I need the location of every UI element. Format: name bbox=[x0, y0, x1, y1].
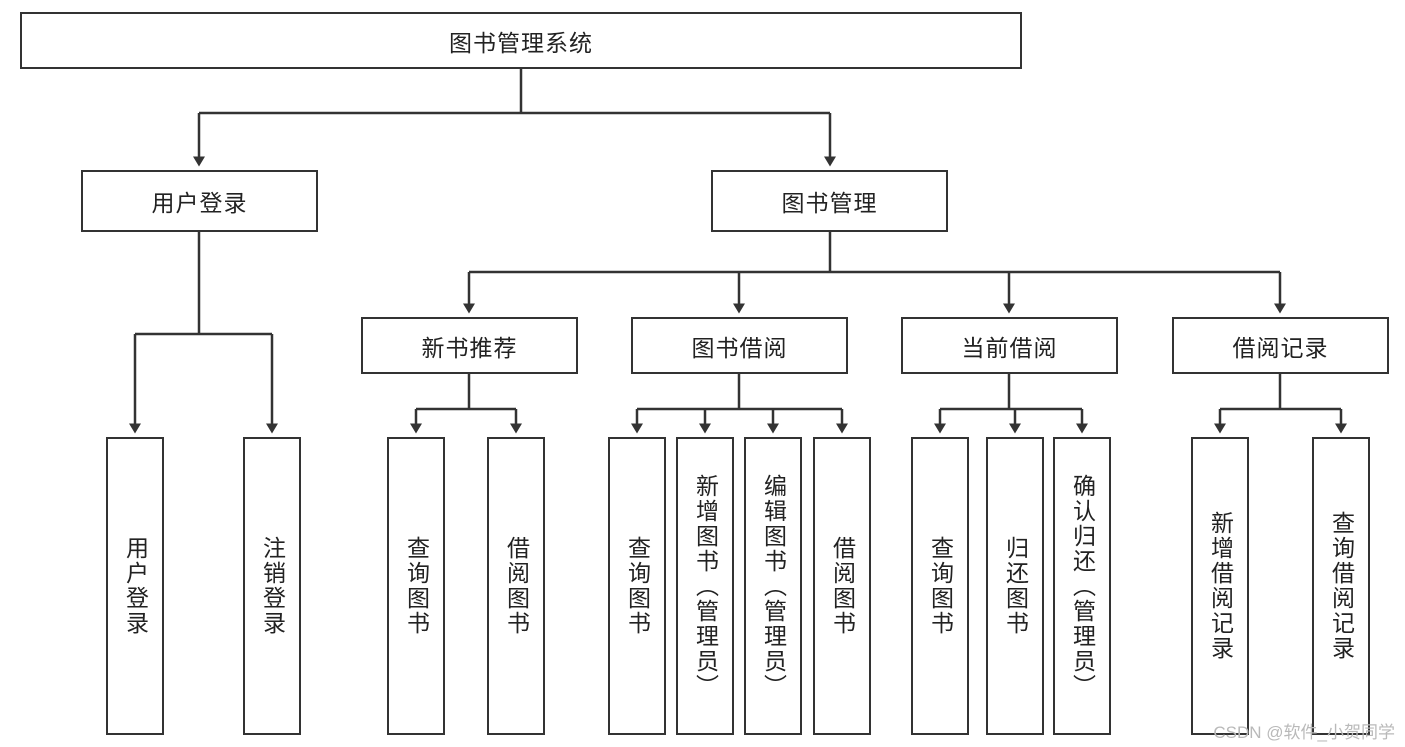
node-leaf-borrow-book[interactable]: 借阅图书 bbox=[813, 437, 871, 735]
node-leaf-query-book-cur-label: 查询图书 bbox=[927, 536, 954, 636]
node-borrow-record[interactable]: 借阅记录 bbox=[1172, 317, 1389, 374]
watermark-text: CSDN @软件_小贺同学 bbox=[1213, 723, 1395, 742]
node-leaf-add-borrow-record-label: 新增借阅记录 bbox=[1207, 511, 1234, 661]
node-book-manage-label: 图书管理 bbox=[781, 190, 878, 216]
node-leaf-borrow-book-label: 借阅图书 bbox=[829, 536, 856, 636]
node-book-manage[interactable]: 图书管理 bbox=[711, 170, 948, 232]
node-leaf-user-login[interactable]: 用户登录 bbox=[106, 437, 164, 735]
node-leaf-user-logout-label: 注销登录 bbox=[259, 536, 286, 636]
node-leaf-return-book[interactable]: 归还图书 bbox=[986, 437, 1044, 735]
edge-bookmanage-to-level3 bbox=[463, 232, 1286, 314]
node-user-login-label: 用户登录 bbox=[151, 190, 248, 216]
node-leaf-return-book-label: 归还图书 bbox=[1002, 536, 1029, 636]
node-current-borrow[interactable]: 当前借阅 bbox=[901, 317, 1118, 374]
node-leaf-query-borrow-record-label: 查询借阅记录 bbox=[1328, 511, 1355, 661]
node-root[interactable]: 图书管理系统 bbox=[20, 12, 1022, 69]
node-leaf-confirm-return-label: 确认归还（管理员） bbox=[1069, 473, 1096, 699]
node-leaf-add-book[interactable]: 新增图书（管理员） bbox=[676, 437, 734, 735]
node-leaf-query-book-rec-label: 查询图书 bbox=[403, 536, 430, 636]
edge-bookborrow-to-leaves bbox=[631, 374, 848, 434]
node-leaf-query-book-borrow-label: 查询图书 bbox=[624, 536, 651, 636]
edge-currentborrow-to-leaves bbox=[934, 374, 1088, 434]
node-book-borrow-label: 图书借阅 bbox=[691, 334, 788, 361]
node-leaf-query-book-cur[interactable]: 查询图书 bbox=[911, 437, 969, 735]
node-leaf-add-borrow-record[interactable]: 新增借阅记录 bbox=[1191, 437, 1249, 735]
node-current-borrow-label: 当前借阅 bbox=[961, 334, 1058, 361]
node-leaf-query-borrow-record[interactable]: 查询借阅记录 bbox=[1312, 437, 1370, 735]
node-new-book-rec-label: 新书推荐 bbox=[421, 334, 518, 361]
node-leaf-borrow-book-rec[interactable]: 借阅图书 bbox=[487, 437, 545, 735]
node-user-login[interactable]: 用户登录 bbox=[81, 170, 318, 232]
edge-userlogin-to-leaves bbox=[129, 232, 278, 434]
node-leaf-user-logout[interactable]: 注销登录 bbox=[243, 437, 301, 735]
node-book-borrow[interactable]: 图书借阅 bbox=[631, 317, 848, 374]
node-leaf-edit-book[interactable]: 编辑图书（管理员） bbox=[744, 437, 802, 735]
node-leaf-confirm-return[interactable]: 确认归还（管理员） bbox=[1053, 437, 1111, 735]
node-leaf-borrow-book-rec-label: 借阅图书 bbox=[503, 536, 530, 636]
node-leaf-add-book-label: 新增图书（管理员） bbox=[692, 473, 719, 699]
edge-root-to-level2 bbox=[193, 69, 836, 167]
node-borrow-record-label: 借阅记录 bbox=[1232, 334, 1329, 361]
node-new-book-rec[interactable]: 新书推荐 bbox=[361, 317, 578, 374]
edge-borrowrecord-to-leaves bbox=[1214, 374, 1347, 434]
node-leaf-query-book-rec[interactable]: 查询图书 bbox=[387, 437, 445, 735]
node-root-label: 图书管理系统 bbox=[449, 29, 593, 56]
node-leaf-edit-book-label: 编辑图书（管理员） bbox=[760, 473, 787, 699]
node-leaf-user-login-label: 用户登录 bbox=[122, 536, 149, 636]
node-leaf-query-book-borrow[interactable]: 查询图书 bbox=[608, 437, 666, 735]
edge-newbookrec-to-leaves bbox=[410, 374, 522, 434]
